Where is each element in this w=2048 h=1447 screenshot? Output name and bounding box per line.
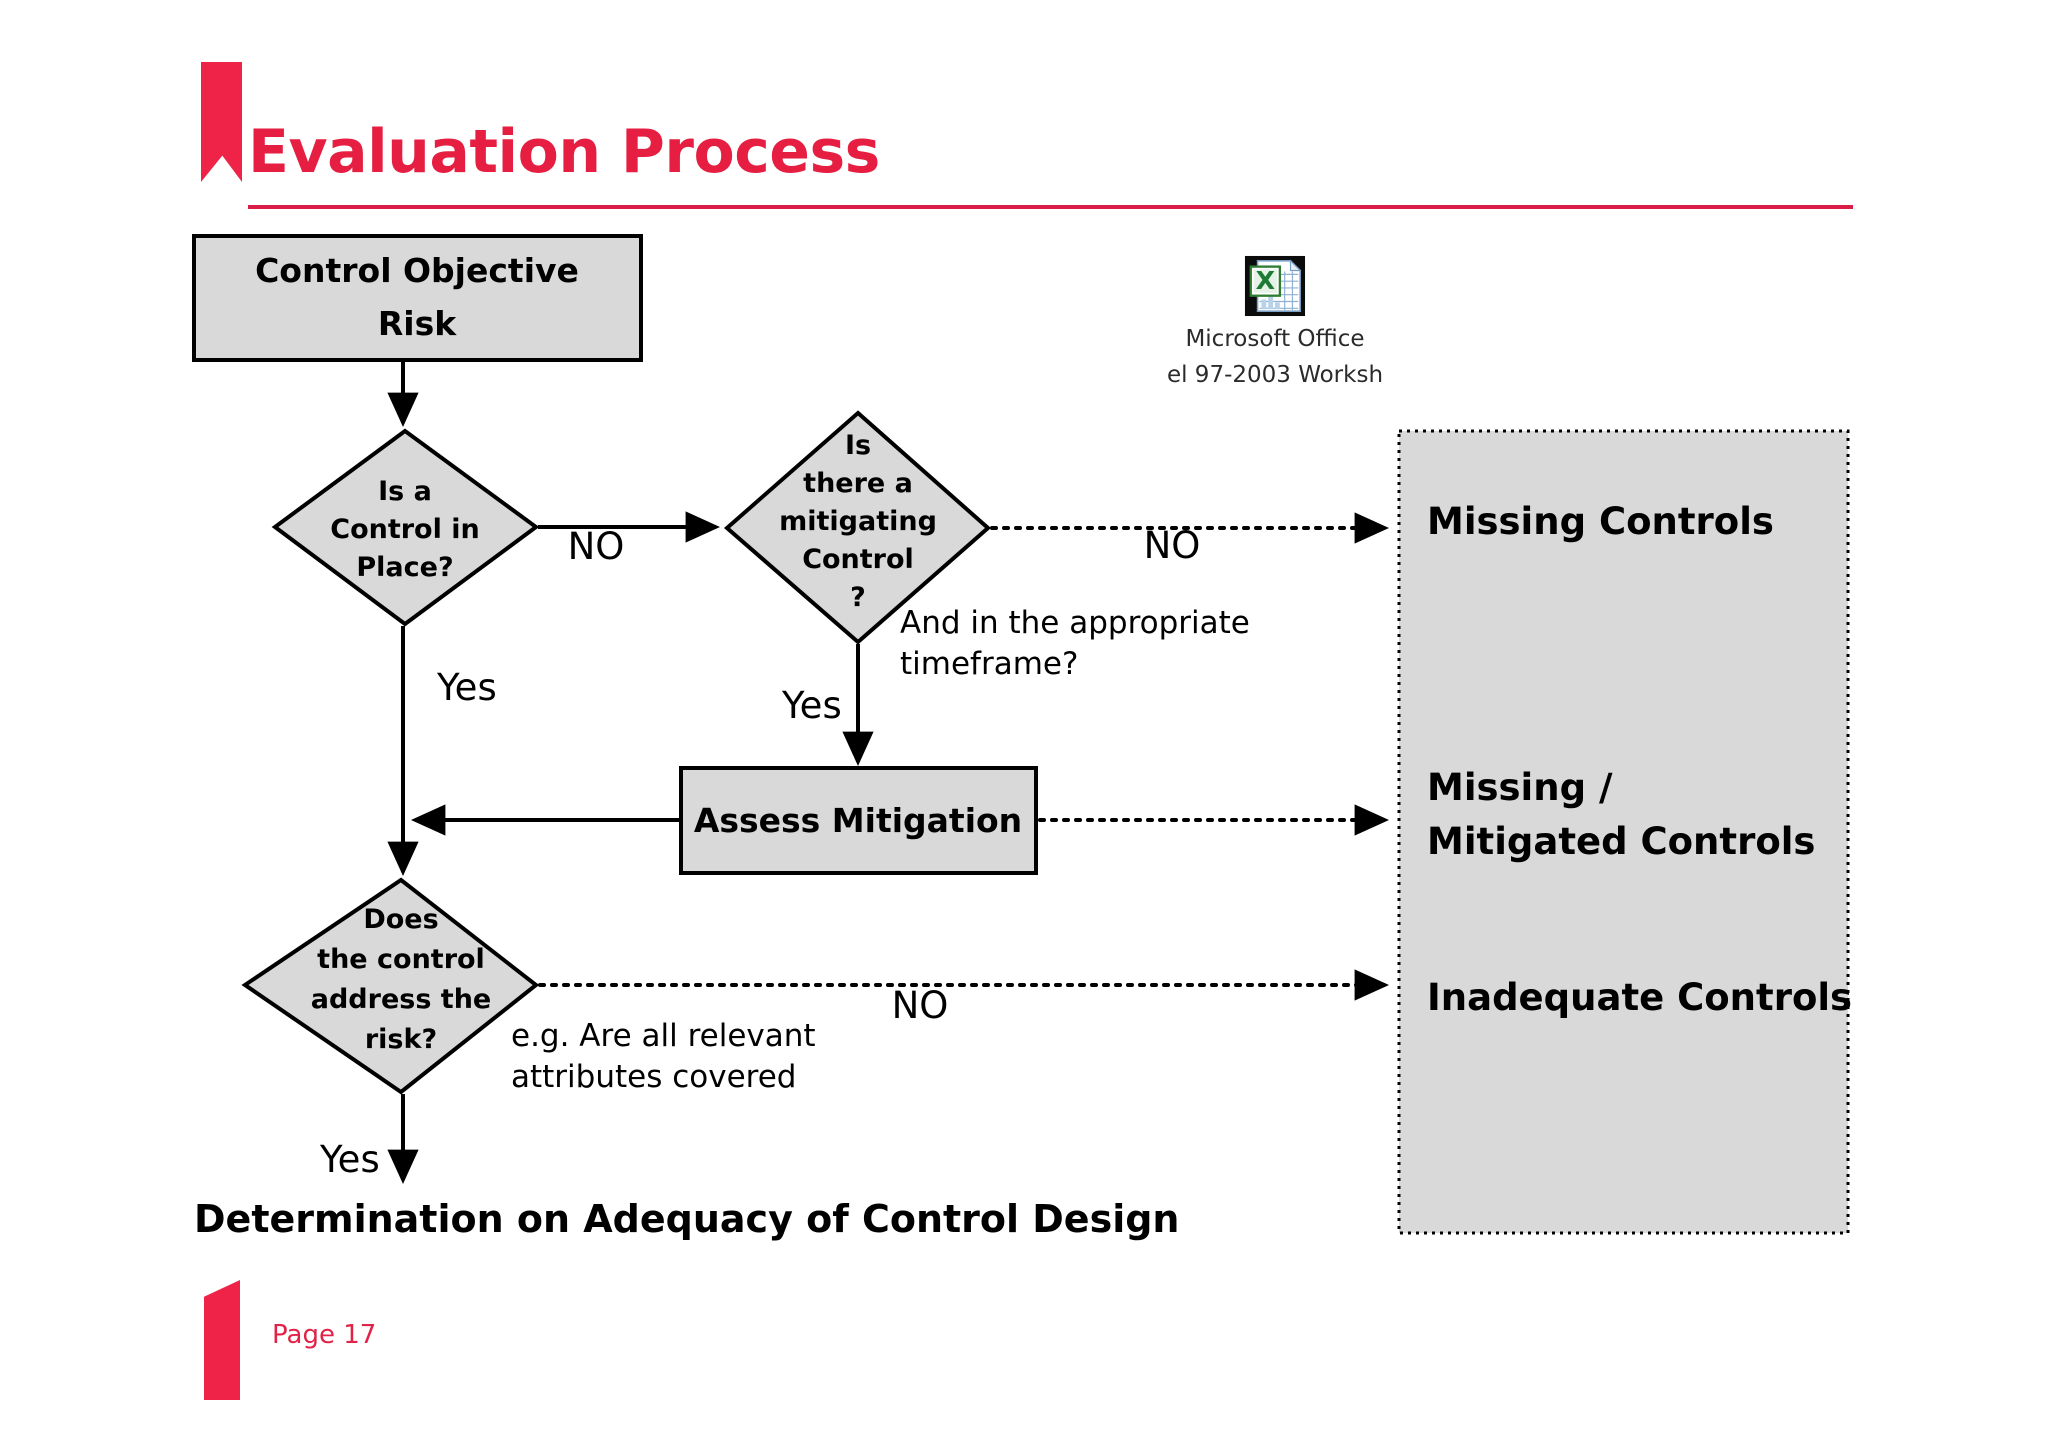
- edge-label-decision1-no: NO: [568, 525, 625, 568]
- process-box-assess-mitigation[interactable]: [679, 766, 1038, 875]
- edge-label-decision1-yes: Yes: [436, 666, 497, 709]
- page-number-label: Page 17: [272, 1320, 377, 1350]
- decision1-line1: Is a: [378, 476, 432, 507]
- excel-caption-line2: el 97-2003 Worksh: [1166, 362, 1384, 389]
- outcome-inadequate-controls: Inadequate Controls: [1427, 976, 1852, 1019]
- edge-label-decision2-no: NO: [1144, 524, 1201, 567]
- decision-is-there-mitigating-control[interactable]: [723, 410, 992, 645]
- title-underline-rule: [248, 205, 1853, 209]
- decision3-line2: the control: [317, 944, 485, 975]
- page-title: Evaluation Process: [248, 117, 880, 187]
- decision1-line3: Place?: [356, 552, 453, 583]
- decision2-line5: ?: [850, 582, 866, 613]
- decision2-line4: Control: [802, 544, 914, 575]
- outcome-missing-mitigated-line2: Mitigated Controls: [1427, 820, 1815, 863]
- edge-label-decision3-no: NO: [892, 984, 949, 1027]
- start-box-line1: Control Objective: [255, 251, 579, 290]
- decision3-line1: Does: [363, 904, 438, 935]
- final-statement: Determination on Adequacy of Control Des…: [194, 1197, 1179, 1241]
- decision3-line4: risk?: [365, 1024, 437, 1055]
- excel-caption-line1: Microsoft Office: [1185, 326, 1365, 352]
- process-box-label: Assess Mitigation: [694, 801, 1022, 840]
- note-attributes-line1: e.g. Are all relevant: [511, 1018, 816, 1054]
- outcomes-panel: [1397, 429, 1850, 1235]
- decision3-line3: address the: [311, 984, 491, 1015]
- start-box-control-objective-risk[interactable]: [192, 234, 643, 362]
- svg-text:X: X: [1256, 266, 1275, 295]
- outcome-missing-controls: Missing Controls: [1427, 500, 1774, 543]
- edge-label-decision3-yes: Yes: [319, 1138, 380, 1181]
- note-timeframe-line1: And in the appropriate: [900, 605, 1250, 641]
- edge-label-decision2-yes: Yes: [781, 684, 842, 727]
- footer-ribbon-accent: [204, 1280, 240, 1400]
- note-attributes-line2: attributes covered: [511, 1059, 796, 1095]
- decision2-line1: Is: [845, 430, 871, 461]
- decision2-line2: there a: [803, 468, 913, 499]
- start-box-line2: Risk: [378, 304, 457, 343]
- decision-is-a-control-in-place[interactable]: [271, 428, 540, 627]
- note-timeframe-line2: timeframe?: [900, 646, 1078, 682]
- decision2-line3: mitigating: [779, 506, 937, 537]
- outcome-missing-mitigated-line1: Missing /: [1427, 766, 1613, 809]
- decision1-line2: Control in: [330, 514, 480, 545]
- excel-worksheet-icon: X: [1244, 255, 1306, 317]
- embedded-excel-object[interactable]: X Microsoft Office el 97-2003 Worksh: [1160, 255, 1390, 388]
- decision-does-control-address-risk[interactable]: [241, 877, 540, 1095]
